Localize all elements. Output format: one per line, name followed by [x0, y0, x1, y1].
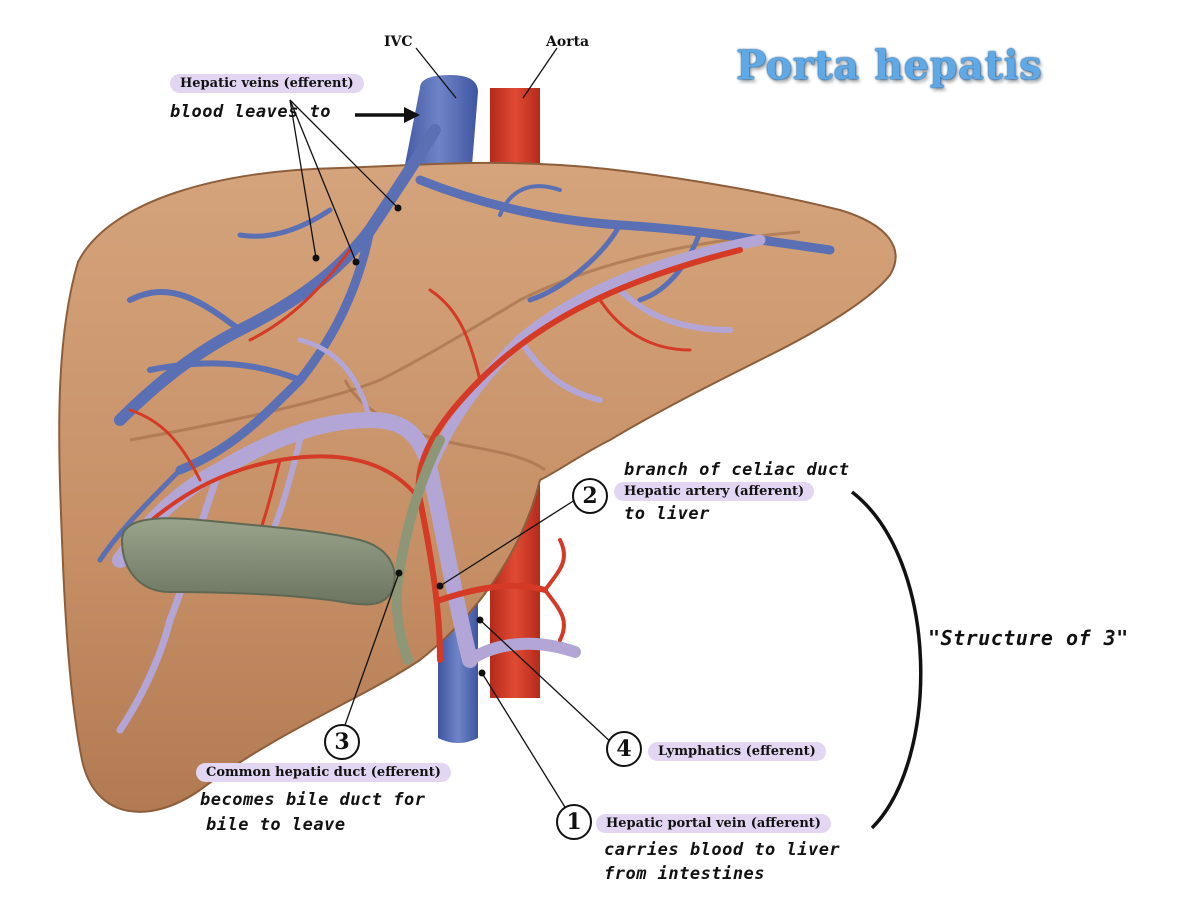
hepatic-artery-branches [128, 247, 743, 663]
hepatic-artery-note-above: branch of celiac duct [624, 460, 850, 480]
hepatic-vein-branches [97, 124, 835, 563]
hepatic-artery-note-below: to liver [624, 504, 710, 524]
aorta-label: Aorta [546, 34, 590, 50]
hepatic-veins-label: Hepatic veins (efferent) [170, 74, 364, 93]
label-number-1: 1 [556, 804, 592, 840]
hepatic-portal-vein-label: Hepatic portal vein (afferent) [596, 814, 831, 833]
gallbladder [120, 517, 396, 606]
leader-lines [289, 47, 615, 813]
label-number-4: 4 [606, 731, 642, 767]
arrow-to-ivc [355, 107, 420, 123]
hepatic-portal-vein-note-2: from intestines [604, 864, 766, 884]
common-hepatic-duct-label: Common hepatic duct (efferent) [196, 763, 451, 782]
ivc-label: IVC [384, 34, 413, 50]
lymphatics-label: Lymphatics (efferent) [648, 742, 826, 761]
structure-of-3-note: "Structure of 3" [928, 626, 1129, 650]
hepatic-artery-label: Hepatic artery (afferent) [614, 482, 815, 501]
common-hepatic-duct-note-2: bile to leave [206, 815, 346, 835]
common-hepatic-duct-note-1: becomes bile duct for [200, 790, 426, 810]
hepatic-veins-note: blood leaves to [170, 102, 332, 122]
portal-vein-branches [112, 234, 766, 734]
structure-bracket [850, 490, 923, 830]
label-number-3: 3 [324, 724, 360, 760]
hepatic-portal-vein-note-1: carries blood to liver [604, 840, 841, 860]
label-number-2: 2 [572, 478, 608, 514]
page-title: Porta hepatis [736, 42, 1043, 89]
leader-dots [312, 204, 486, 677]
